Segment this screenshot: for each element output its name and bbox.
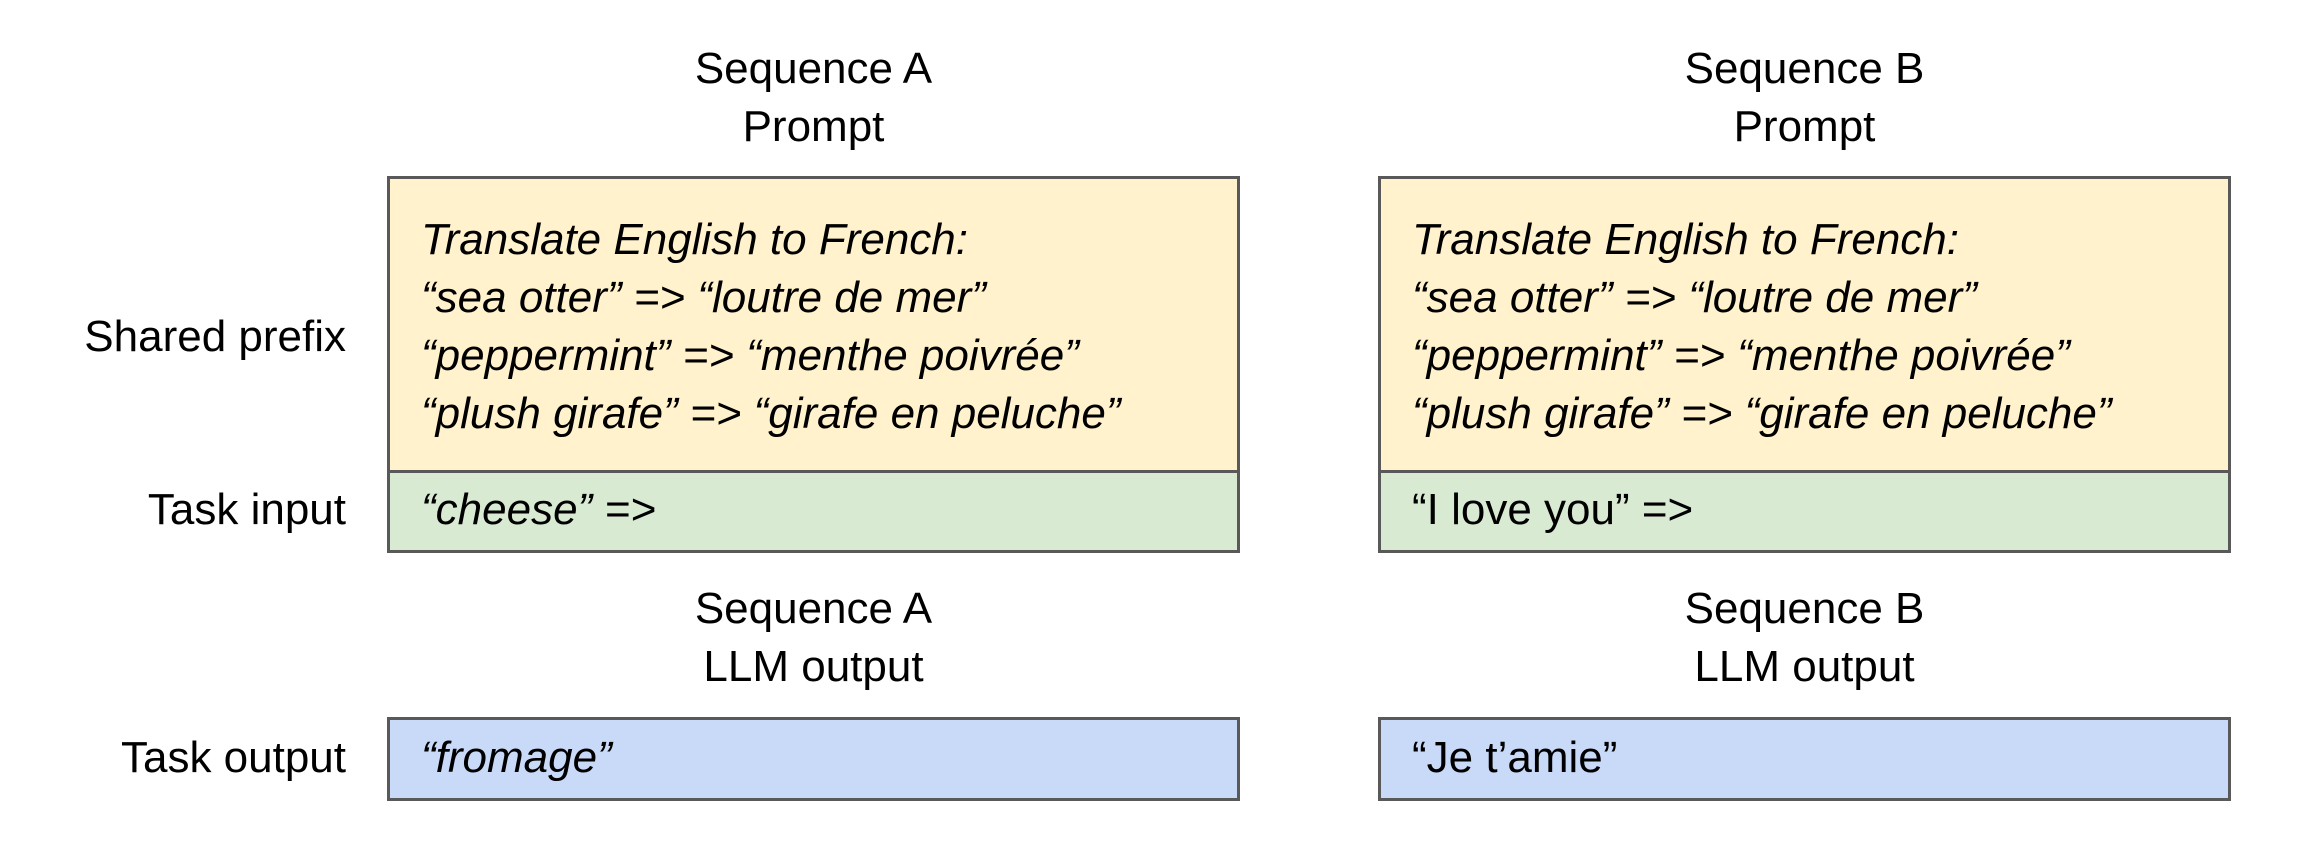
prefix-line: “plush girafe” => “girafe en peluche” [421, 389, 1121, 438]
sequence-a-output-title: Sequence A LLM output [387, 580, 1240, 696]
row-label-shared-prefix: Shared prefix [84, 312, 346, 361]
sequence-b-task-input-box: “I love you” => [1378, 470, 2231, 553]
title-line: LLM output [1694, 642, 1915, 691]
row-label-task-input: Task input [147, 485, 346, 534]
row-label-task-output: Task output [120, 733, 346, 782]
prefix-line: Translate English to French: [421, 215, 968, 264]
title-line: LLM output [703, 642, 924, 691]
sequence-b-prompt-title: Sequence B Prompt [1378, 40, 2231, 156]
prefix-line: “peppermint” => “menthe poivrée” [421, 331, 1079, 380]
title-line: Sequence A [694, 584, 933, 633]
title-line: Prompt [742, 102, 885, 151]
sequence-b-output-title: Sequence B LLM output [1378, 580, 2231, 696]
prefix-line: “sea otter” => “loutre de mer” [421, 273, 986, 322]
sequence-a-task-input-box: “cheese” => [387, 470, 1240, 553]
title-line: Prompt [1733, 102, 1876, 151]
prefix-line: “peppermint” => “menthe poivrée” [1412, 331, 2070, 380]
title-line: Sequence B [1684, 44, 1925, 93]
sequence-a-shared-prefix-box: Translate English to French: “sea otter”… [387, 176, 1240, 472]
sequence-b-task-output-box: “Je t’amie” [1378, 717, 2231, 801]
title-line: Sequence B [1684, 584, 1925, 633]
task-output-text: “Je t’amie” [1412, 733, 1618, 782]
task-input-text: “cheese” => [421, 485, 656, 534]
prefix-line: Translate English to French: [1412, 215, 1959, 264]
sequence-a-prompt-title: Sequence A Prompt [387, 40, 1240, 156]
task-output-text: “fromage” [421, 733, 612, 782]
sequence-b-shared-prefix-box: Translate English to French: “sea otter”… [1378, 176, 2231, 472]
title-line: Sequence A [694, 44, 933, 93]
sequence-a-task-output-box: “fromage” [387, 717, 1240, 801]
prefix-line: “sea otter” => “loutre de mer” [1412, 273, 1977, 322]
task-input-text: “I love you” => [1412, 485, 1694, 534]
prefix-line: “plush girafe” => “girafe en peluche” [1412, 389, 2112, 438]
